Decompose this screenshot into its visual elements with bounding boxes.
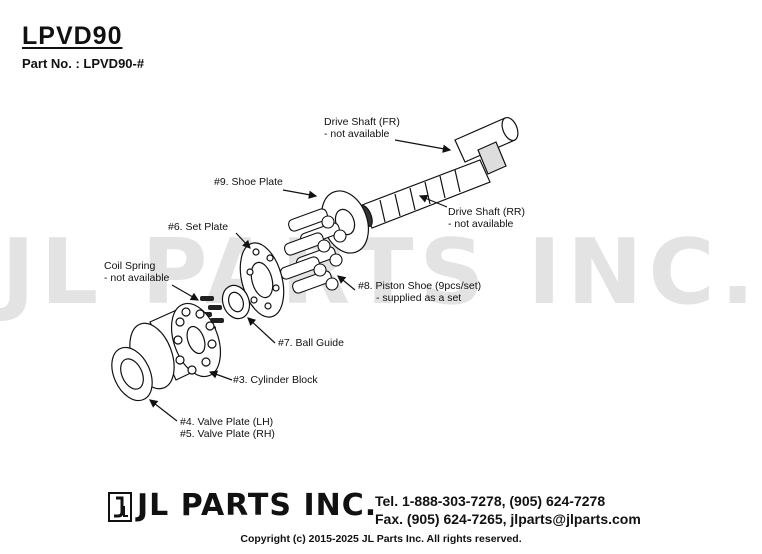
contact-telephone: Tel. 1-888-303-7278, (905) 624-7278 <box>375 493 606 509</box>
set-plate-label: #6. Set Plate <box>168 221 229 233</box>
ball-guide-label: #7. Ball Guide <box>278 337 344 349</box>
drive-shaft-rr-note: - not available <box>448 218 514 230</box>
shoe-plate-label: #9. Shoe Plate <box>214 176 283 188</box>
valve-plate-part <box>111 346 153 402</box>
ball-guide-part <box>221 284 251 320</box>
copyright-notice: Copyright (c) 2015-2025 JL Parts Inc. Al… <box>240 533 522 545</box>
drive-shaft-fr-label: Drive Shaft (FR) <box>324 116 400 128</box>
leader-arrows <box>149 139 452 422</box>
drive-shaft-rr-label: Drive Shaft (RR) <box>448 206 526 218</box>
piston-shoe-label: #8. Piston Shoe (9pcs/set) <box>358 280 482 292</box>
part-number: Part No. : LPVD90-# <box>22 56 145 71</box>
drive-shaft-fr-note: - not available <box>324 128 390 140</box>
valve-plate-lh-label: #4. Valve Plate (LH) <box>180 416 274 428</box>
cylinder-block-label: #3. Cylinder Block <box>233 374 318 386</box>
piston-shoe-part <box>280 208 347 294</box>
company-brand-name: JL PARTS INC. <box>137 488 378 523</box>
piston-shoe-note: - supplied as a set <box>376 292 462 304</box>
company-logo-icon <box>108 492 132 522</box>
drive-shaft-part <box>359 116 519 229</box>
coil-spring-note: - not available <box>104 272 170 284</box>
coil-spring-label: Coil Spring <box>104 260 156 272</box>
valve-plate-rh-label: #5. Valve Plate (RH) <box>180 428 275 440</box>
watermark-text: JL PARTS INC. <box>1 220 761 325</box>
page-title: LPVD90 <box>22 22 123 50</box>
contact-fax-email: Fax. (905) 624-7265, jlparts@jlparts.com <box>375 511 641 527</box>
set-plate-part <box>239 242 285 318</box>
